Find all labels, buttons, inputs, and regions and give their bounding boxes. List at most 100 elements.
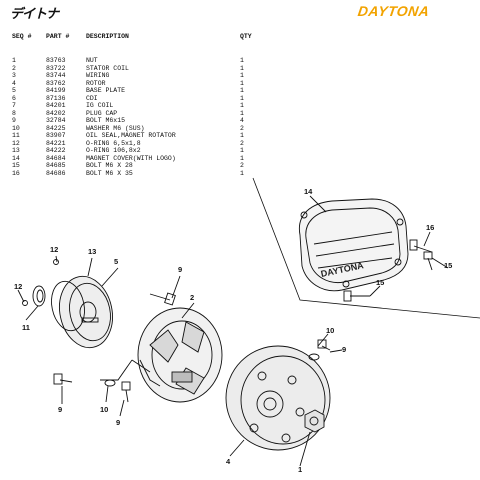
callout-9-a: 9 xyxy=(178,265,182,274)
qty-cell: 1 xyxy=(240,87,244,94)
seq-cell: 7 xyxy=(12,102,16,109)
callout-13: 13 xyxy=(88,247,96,256)
parts-list-row: 16 84686 BOLT M6 X 35 1 xyxy=(0,170,260,177)
bolt-15-b xyxy=(423,251,433,271)
qty-cell: 2 xyxy=(240,124,244,132)
callout-1: 1 xyxy=(298,465,302,474)
seq-cell: 16 xyxy=(12,169,20,177)
callout-11: 11 xyxy=(22,323,30,332)
bolt-9-a xyxy=(149,292,176,306)
callout-4: 4 xyxy=(226,457,231,466)
part-number-cell: 83744 xyxy=(46,72,66,79)
seq-cell: 8 xyxy=(12,109,16,117)
stator-coil xyxy=(137,307,223,403)
description-cell: STATOR COIL xyxy=(86,64,129,72)
part-number-cell: 84686 xyxy=(46,169,66,177)
washer-10-a xyxy=(104,379,116,387)
part-number-cell: 84222 xyxy=(46,147,66,154)
cover-section-divider-line xyxy=(252,177,480,319)
part-number-cell: 32784 xyxy=(46,117,66,124)
seq-cell: 3 xyxy=(12,72,16,79)
callout-12: 12 xyxy=(14,282,22,291)
part-number-cell: 83762 xyxy=(46,79,66,87)
bolt-9-d xyxy=(317,339,331,351)
rotor xyxy=(225,345,331,451)
part-number-cell: 83907 xyxy=(46,132,66,139)
description-cell: BOLT M6 X 28 xyxy=(86,162,133,169)
parts-list-row: 6 87136 CDI 1 xyxy=(0,95,260,102)
seq-cell: 11 xyxy=(12,132,20,139)
seq-cell: 4 xyxy=(12,79,16,87)
part-number-cell: 83722 xyxy=(46,64,66,72)
part-number-cell: 84685 xyxy=(46,162,66,169)
description-cell: NUT xyxy=(86,57,98,64)
o-ring-small-top xyxy=(53,259,59,265)
part-number-cell: 87136 xyxy=(46,94,66,102)
callout-10-b: 10 xyxy=(100,405,108,414)
part-number-cell: 83763 xyxy=(46,57,66,64)
qty-cell: 1 xyxy=(240,132,244,139)
qty-cell: 1 xyxy=(240,79,244,87)
qty-cell: 1 xyxy=(240,154,244,162)
qty-cell: 2 xyxy=(240,139,244,147)
o-ring-large xyxy=(51,280,85,332)
seq-cell: 13 xyxy=(12,147,20,154)
column-header-seq: SEQ # xyxy=(12,33,32,40)
daytona-katakana-logo: デイトナ xyxy=(10,7,59,22)
qty-cell: 1 xyxy=(240,169,244,177)
seq-cell: 15 xyxy=(12,162,20,169)
part-number-cell: 84684 xyxy=(46,154,66,162)
callout-5: 5 xyxy=(114,257,118,266)
description-cell: MAGNET COVER(WITH LOGO) xyxy=(86,154,176,162)
o-ring-small xyxy=(22,300,28,306)
washer-10-b xyxy=(308,353,320,361)
callout-10-a: 10 xyxy=(326,326,334,335)
parts-list-row: 4 83762 ROTOR 1 xyxy=(0,80,260,87)
qty-cell: 1 xyxy=(240,94,244,102)
qty-cell: 4 xyxy=(240,117,244,124)
callout-14: 14 xyxy=(304,187,313,196)
seq-cell: 2 xyxy=(12,64,16,72)
nut xyxy=(304,409,325,433)
qty-cell: 1 xyxy=(240,109,244,117)
part-number-cell: 84225 xyxy=(46,124,66,132)
oil-seal xyxy=(32,285,46,307)
bolt-9-b xyxy=(53,373,73,385)
description-cell: PLUG CAP xyxy=(86,109,118,117)
seq-cell: 6 xyxy=(12,94,16,102)
callout-15-b: 15 xyxy=(376,278,384,287)
description-cell: O-RING 106,8x2 xyxy=(86,147,141,154)
bolt-15-a xyxy=(343,290,370,302)
callout-9-b: 9 xyxy=(342,345,346,354)
qty-cell: 2 xyxy=(240,162,244,169)
description-cell: CDI xyxy=(86,94,98,102)
parts-list-row: 10 84225 WASHER M6 (SUS) 2 xyxy=(0,125,260,132)
seq-cell: 9 xyxy=(12,117,16,124)
magnet-cover xyxy=(298,198,409,292)
callout-12-top: 12 xyxy=(50,245,58,254)
column-header-part: PART # xyxy=(46,33,70,40)
description-cell: BASE PLATE xyxy=(86,87,126,94)
seq-cell: 10 xyxy=(12,124,20,132)
bolt-9-c xyxy=(121,381,131,403)
seq-cell: 14 xyxy=(12,154,20,162)
qty-cell: 1 xyxy=(240,72,244,79)
bolt-16 xyxy=(409,239,433,253)
description-cell: WASHER M6 (SUS) xyxy=(86,124,145,132)
qty-cell: 1 xyxy=(240,102,244,109)
description-cell: WIRING xyxy=(86,72,110,79)
description-cell: ROTOR xyxy=(86,79,106,87)
parts-list-row: 14 84684 MAGNET COVER(WITH LOGO) 1 xyxy=(0,155,260,162)
description-cell: BOLT M6 X 35 xyxy=(86,169,133,177)
part-number-cell: 84202 xyxy=(46,109,66,117)
part-number-cell: 84221 xyxy=(46,139,66,147)
part-number-cell: 84201 xyxy=(46,102,66,109)
